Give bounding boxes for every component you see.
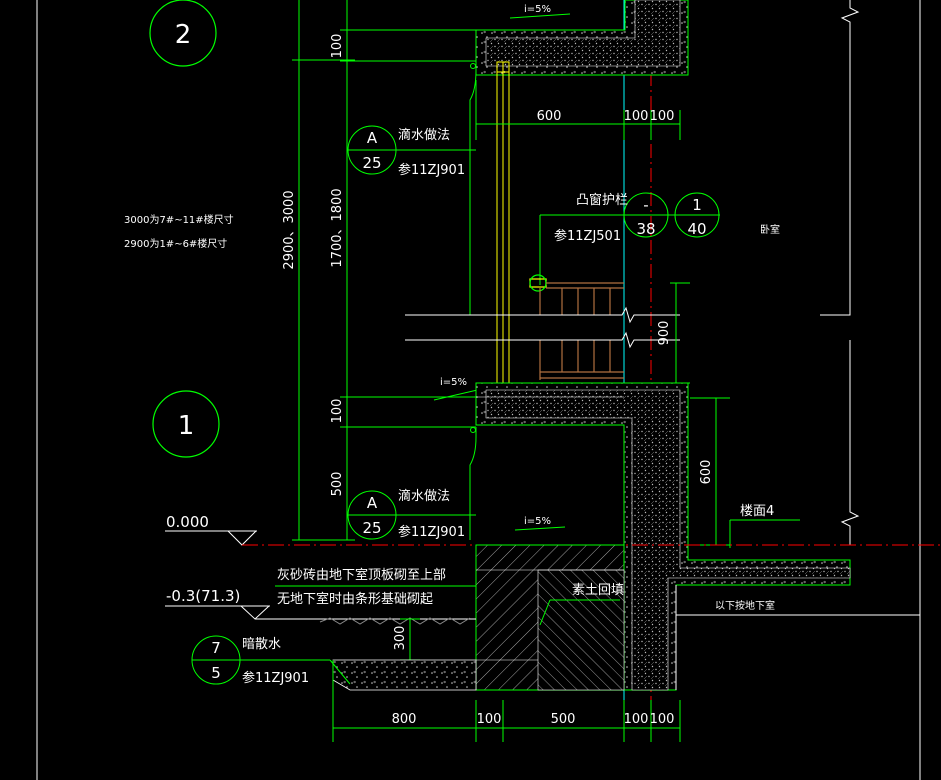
level-ground: 0.000 [166, 513, 209, 531]
dim-300: 300 [393, 626, 408, 651]
backfill-label: 素土回填 [572, 583, 624, 598]
drip-bottom-sheet: 25 [362, 519, 381, 537]
railing-title: 凸窗护栏 [576, 192, 628, 208]
drip-callout-bottom: A 25 滴水做法 参11ZJ901 [347, 488, 476, 540]
dim-100-bottom: 100 [477, 712, 502, 727]
dim-100b-top: 100 [650, 109, 675, 124]
railing-ref: 参11ZJ501 [554, 228, 621, 244]
dim-500: 500 [330, 472, 345, 497]
drip-point-bottom [470, 427, 476, 433]
slope-top-line [509, 13, 571, 19]
dim-900: 900 [657, 321, 672, 346]
dim-100-top: 100 [330, 34, 345, 59]
grid-bubble-2-label: 2 [175, 20, 192, 50]
dim-100a-bottom: 100 [624, 712, 649, 727]
railing-c2-num: 1 [692, 196, 702, 214]
railing-c2-sheet: 40 [687, 220, 706, 238]
dim-500-bottom: 500 [551, 712, 576, 727]
masonry-note-2: 无地下室时由条形基础砌起 [277, 591, 433, 607]
apron-callout: 7 5 暗散水 参11ZJ901 [191, 635, 351, 686]
railing-callout: - 38 1 40 凸窗护栏 参11ZJ501 [539, 192, 720, 285]
dim-100b-bottom: 100 [650, 712, 675, 727]
slope-mid: i=5% [440, 377, 467, 388]
note-line-1: 3000为7#~11#楼尺寸 [124, 213, 234, 226]
dim-800-bottom: 800 [392, 712, 417, 727]
grid-bubble-1: 1 [152, 390, 220, 458]
basement-label: 以下按地下室 [715, 599, 775, 612]
apron [332, 659, 477, 691]
horizontal-dimension-top [475, 80, 681, 140]
slope-top: i=5% [524, 4, 551, 15]
drip-bottom-num: A [367, 494, 378, 512]
grid-bubble-1-label: 1 [178, 411, 195, 441]
grid-bubble-2: 2 [149, 0, 217, 67]
dim-600-right: 600 [699, 460, 714, 485]
drip-top-num: A [367, 129, 378, 147]
dim-100-mid: 100 [330, 399, 345, 424]
dim-600-top: 600 [537, 109, 562, 124]
note-line-2: 2900为1#~6#楼尺寸 [124, 237, 227, 250]
drip-bottom-ref: 参11ZJ901 [398, 524, 465, 540]
room-bedroom-label: 卧室 [760, 223, 780, 236]
slope-bottom-line [514, 526, 566, 531]
ground-level-marker [165, 530, 940, 546]
masonry-note-1: 灰砂砖由地下室顶板砌至上部 [277, 567, 446, 583]
slope-bottom: i=5% [524, 516, 551, 527]
floor-label: 楼面4 [740, 504, 774, 519]
apron-title: 暗散水 [242, 637, 281, 652]
apron-ref: 参11ZJ901 [242, 670, 309, 686]
drip-top-sheet: 25 [362, 154, 381, 172]
drip-edge-top [469, 60, 477, 315]
dim-total-height: 2900、3000 [282, 190, 297, 269]
railing-drawing [529, 274, 624, 419]
dim-100a-top: 100 [624, 109, 649, 124]
ground-hatch [319, 617, 471, 625]
drip-top-ref: 参11ZJ901 [398, 162, 465, 178]
dim-900-lines [670, 282, 690, 384]
drip-edge-bottom [469, 427, 477, 540]
apron-num: 7 [211, 639, 221, 657]
drip-point-top [470, 63, 476, 69]
break-lines [405, 0, 860, 545]
drip-callout-top: A 25 滴水做法 参11ZJ901 [347, 125, 476, 178]
horizontal-dimension-bottom [332, 690, 681, 742]
apron-sheet: 5 [211, 664, 221, 682]
railing-c1-sheet: 38 [636, 220, 655, 238]
foundation [475, 544, 920, 691]
window-frame [496, 61, 510, 397]
drip-top-title: 滴水做法 [398, 127, 450, 143]
level-outside: -0.3(71.3) [166, 587, 240, 605]
drip-bottom-title: 滴水做法 [398, 488, 450, 504]
railing-c1-num: - [643, 196, 648, 214]
dim-1700: 1700、1800 [330, 188, 345, 267]
vertical-dimension-lines [292, 0, 476, 541]
outside-level-marker [165, 605, 476, 620]
upper-bay-slab [475, 0, 689, 76]
